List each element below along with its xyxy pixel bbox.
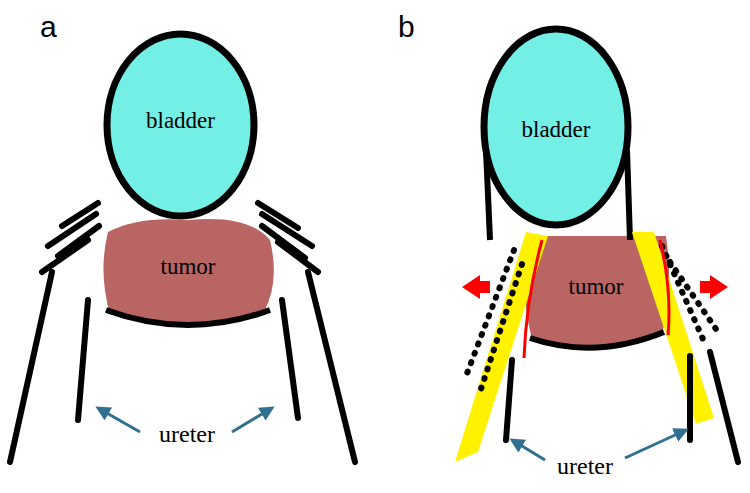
- dotted-wall: [466, 250, 514, 376]
- bladder-wall: [486, 150, 490, 240]
- organ-label: bladder: [103, 108, 258, 134]
- dissection-line: [660, 240, 669, 335]
- ureter-wall-stripe: [48, 214, 96, 246]
- ureter-wall-stripe: [58, 226, 99, 256]
- ureter-wall-stripe: [258, 203, 298, 228]
- ureter-wall: [78, 300, 88, 420]
- tumor-base-outline: [106, 310, 270, 325]
- dissection-lines: [524, 240, 669, 358]
- direction-arrow: [700, 275, 728, 299]
- ureter-wall: [687, 356, 693, 440]
- dotted-wall: [662, 246, 706, 346]
- ureter-wall: [506, 360, 512, 440]
- dissection-line: [524, 240, 542, 358]
- dotted-wall: [480, 264, 522, 392]
- tumor-base-outline: [530, 332, 664, 348]
- bladder-node: bladder: [480, 25, 632, 229]
- ureter-wall: [282, 300, 298, 418]
- organ-label: bladder: [480, 117, 632, 143]
- pointer-arrow: [232, 408, 272, 432]
- bladder-wall: [627, 150, 630, 240]
- tumor-node: tumor: [520, 232, 672, 358]
- ureter-band: [455, 232, 548, 462]
- dotted-wall: [670, 262, 718, 332]
- ureter-walls-b: [455, 150, 738, 462]
- panel-letter: b: [398, 10, 415, 44]
- ureter-wall-stripe: [262, 226, 305, 258]
- panel-letter: a: [40, 10, 57, 44]
- ureter-wall: [10, 272, 52, 462]
- structure-label: ureter: [557, 453, 613, 480]
- organ-label: tumor: [98, 254, 278, 280]
- organ-label: tumor: [520, 274, 672, 300]
- pointer-arrow: [512, 440, 545, 460]
- ureter-walls-a: [10, 203, 355, 462]
- direction-arrows: [462, 275, 728, 299]
- ureter-wall-stripe: [42, 240, 88, 272]
- ureter-band: [632, 232, 714, 424]
- bladder-node: bladder: [103, 30, 258, 220]
- ureter-wall-stripe: [62, 203, 98, 226]
- tumor-node: tumor: [98, 212, 278, 334]
- ureter-wall-stripe: [262, 214, 312, 246]
- pointer-arrow: [98, 408, 140, 432]
- structure-label: ureter: [159, 421, 215, 448]
- ureter-wall-stripe: [278, 242, 318, 272]
- ureter-wall: [710, 352, 738, 462]
- pointer-arrow: [625, 430, 686, 458]
- direction-arrow: [462, 275, 490, 299]
- ureter-wall: [308, 272, 355, 462]
